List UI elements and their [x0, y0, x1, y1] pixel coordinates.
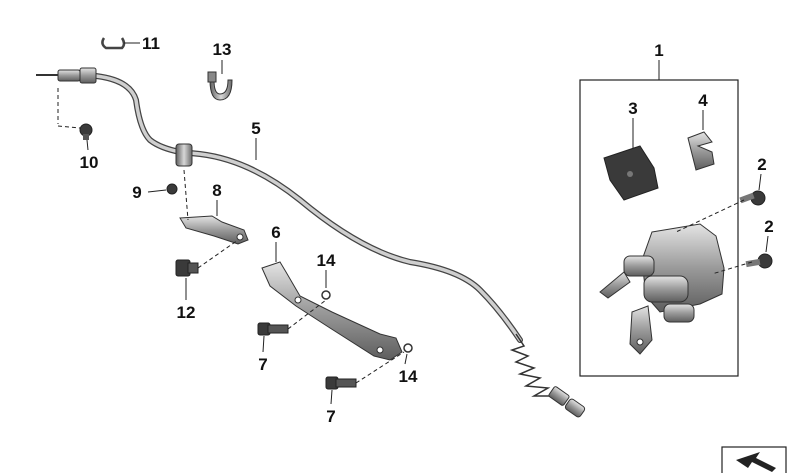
callout-12: 12	[177, 303, 196, 322]
washer-part-14-upper	[321, 290, 331, 300]
callout-1: 1	[654, 41, 663, 60]
caliper-bolt-part-2-lower	[745, 253, 773, 269]
brake-pad-part-3	[603, 145, 659, 201]
spring-clip-part-4	[687, 131, 715, 171]
clip-part-11	[101, 37, 126, 50]
callout-3: 3	[628, 99, 637, 118]
callout-14-upper: 14	[317, 251, 336, 270]
clamp-part-13	[207, 71, 233, 101]
bracket-part-8	[179, 215, 249, 245]
callout-11: 11	[142, 34, 160, 53]
screw-part-9	[166, 183, 178, 195]
spring-guard	[509, 333, 556, 397]
callout-2-lower: 2	[764, 217, 773, 236]
screw-part-10	[79, 123, 93, 140]
callout-10: 10	[80, 153, 99, 172]
bolt-part-7-lower	[325, 376, 357, 390]
arrow-up-left-icon[interactable]	[721, 446, 787, 473]
caliper-bolt-part-2-upper	[739, 190, 766, 206]
leader-lines	[57, 42, 769, 405]
callout-labels: 1 2 2 3 4 5 6 7 7 8 9 10 11 12 13 14 14	[80, 34, 774, 426]
bolt-part-7-upper	[257, 322, 289, 336]
brake-caliper-body	[599, 223, 725, 355]
callout-13: 13	[213, 40, 232, 59]
washer-part-14-lower	[403, 343, 413, 353]
callout-9: 9	[132, 183, 141, 202]
callout-4: 4	[698, 91, 708, 110]
brake-line-part	[36, 67, 586, 418]
callout-7-upper: 7	[258, 355, 267, 374]
callout-7-lower: 7	[326, 407, 335, 426]
callout-6: 6	[271, 223, 280, 242]
callout-14-lower: 14	[399, 367, 418, 386]
callout-2-upper: 2	[757, 155, 766, 174]
callout-5: 5	[251, 119, 260, 138]
caliper-group-box	[579, 79, 739, 377]
callout-8: 8	[212, 181, 221, 200]
bolt-part-12	[175, 259, 199, 277]
bracket-part-6	[261, 261, 403, 361]
